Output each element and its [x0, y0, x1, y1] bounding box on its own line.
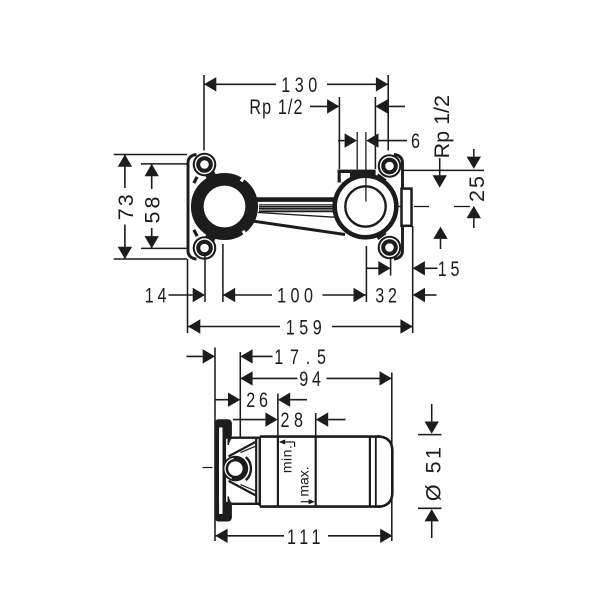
- svg-text:28: 28: [281, 409, 308, 433]
- svg-text:32: 32: [375, 284, 400, 308]
- svg-text:Rp 1/2: Rp 1/2: [249, 96, 303, 120]
- svg-text:159: 159: [286, 316, 326, 340]
- svg-text:min.: min.: [279, 445, 295, 473]
- svg-text:max.: max.: [296, 466, 312, 496]
- svg-text:6: 6: [411, 130, 420, 154]
- svg-text:15: 15: [438, 258, 463, 282]
- svg-text:17.5: 17.5: [274, 346, 332, 370]
- svg-text:58: 58: [141, 194, 165, 224]
- svg-text:94: 94: [299, 368, 324, 392]
- svg-text:73: 73: [114, 192, 138, 220]
- svg-text:Ø 51: Ø 51: [421, 444, 445, 501]
- svg-text:14: 14: [145, 284, 170, 308]
- svg-text:130: 130: [281, 74, 321, 98]
- svg-text:Rp 1/2: Rp 1/2: [430, 95, 454, 158]
- svg-text:26: 26: [246, 389, 271, 413]
- svg-text:100: 100: [277, 284, 317, 308]
- svg-text:111: 111: [287, 526, 325, 550]
- svg-text:25: 25: [465, 174, 489, 202]
